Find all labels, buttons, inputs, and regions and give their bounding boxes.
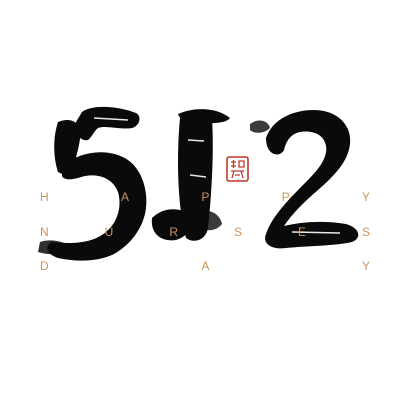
row-happy: H A P P Y (40, 189, 370, 205)
numeral-two (250, 110, 359, 249)
letter-s2: S (361, 225, 370, 239)
row-nurses: N U R S E S (40, 224, 370, 240)
row-day: D A Y (40, 258, 370, 274)
letter-r: R (169, 225, 178, 239)
letter-p2: P (281, 190, 290, 204)
letter-a2: A (201, 259, 210, 273)
letter-n: N (40, 225, 49, 239)
letter-h: H (40, 190, 49, 204)
brush-texture (69, 117, 341, 234)
svg-text:护理: 护理 (238, 178, 240, 181)
letter-s1: S (233, 225, 242, 239)
letter-e: E (297, 225, 306, 239)
letter-p1: P (201, 190, 210, 204)
letter-y2: Y (361, 259, 370, 273)
letter-y: Y (361, 190, 370, 204)
numeral-one (151, 109, 230, 241)
letter-d: D (40, 259, 49, 273)
numeral-five (38, 106, 147, 261)
seal-stamp: 护理 (226, 156, 249, 182)
letter-u: U (104, 225, 114, 239)
letter-a: A (120, 190, 129, 204)
